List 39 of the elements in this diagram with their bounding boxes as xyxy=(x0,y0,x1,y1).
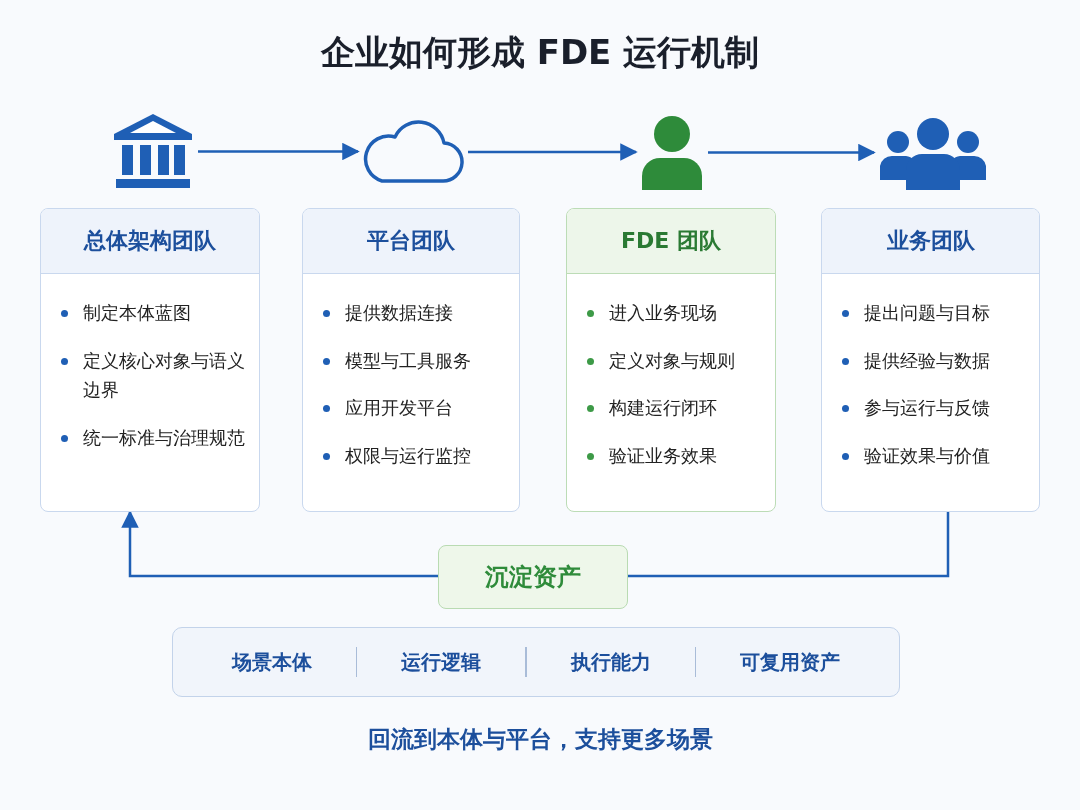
asset-badge: 沉淀资产 xyxy=(438,545,628,609)
arrow xyxy=(198,142,360,161)
list-item: 进入业务现场 xyxy=(585,298,761,328)
team-card xyxy=(302,208,520,512)
list-item: 提供经验与数据 xyxy=(840,345,1025,376)
list-item: 参与运行与反馈 xyxy=(840,393,1025,424)
list-item: 定义核心对象与语义边界 xyxy=(59,345,245,406)
people-icon xyxy=(878,116,988,190)
list-item: 验证效果与价值 xyxy=(840,441,1025,471)
team-card xyxy=(821,208,1040,512)
title: 企业如何形成 FDE 运行机制 xyxy=(319,31,761,74)
list-item: 构建运行闭环 xyxy=(585,393,761,424)
arrow xyxy=(121,510,438,578)
team-card xyxy=(566,208,776,512)
asset-item: 运行逻辑 xyxy=(400,648,483,676)
cloud-icon xyxy=(362,120,464,184)
person-icon xyxy=(640,114,704,190)
card-heading: 业务团队 xyxy=(886,227,975,255)
asset-item: 可复用资产 xyxy=(739,648,841,676)
asset-item: 执行能力 xyxy=(569,648,652,676)
list-item: 定义对象与规则 xyxy=(585,345,761,376)
card-heading: 平台团队 xyxy=(367,227,455,255)
list-item: 权限与运行监控 xyxy=(321,441,505,471)
arrow xyxy=(468,143,638,161)
list-item: 提供数据连接 xyxy=(321,298,505,328)
team-card xyxy=(40,208,260,512)
arrow xyxy=(708,143,876,162)
card-heading: FDE 团队 xyxy=(621,227,721,255)
footer-note: 回流到本体与平台，支持更多场景 xyxy=(366,725,714,754)
list-item: 统一标准与治理规范 xyxy=(59,423,245,453)
asset-item: 场景本体 xyxy=(230,648,313,676)
list-item: 制定本体蓝图 xyxy=(59,298,245,328)
list-item: 提出问题与目标 xyxy=(840,298,1025,328)
list-item: 模型与工具服务 xyxy=(321,345,505,376)
list-item: 验证业务效果 xyxy=(585,441,761,471)
card-heading: 总体架构团队 xyxy=(84,227,216,255)
list-item: 应用开发平台 xyxy=(321,393,505,424)
asset-panel xyxy=(172,627,900,697)
building-icon xyxy=(112,112,194,190)
